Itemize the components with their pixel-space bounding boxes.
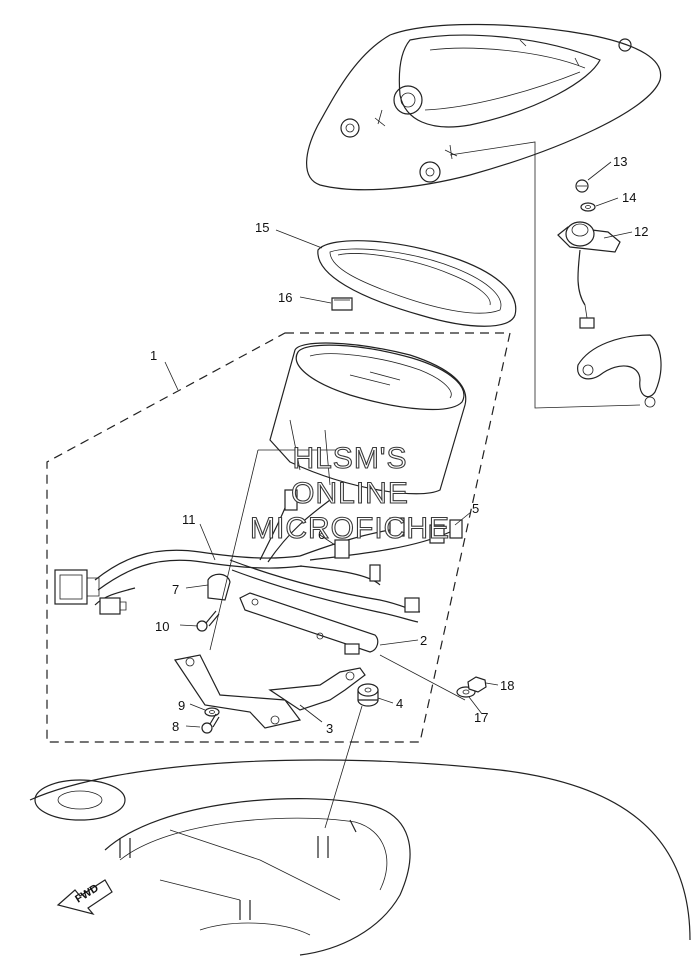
callout-15: 15 xyxy=(255,220,269,235)
meter-ring xyxy=(317,240,517,327)
callout-labels: 1 2 3 4 5 6 7 8 9 10 11 12 13 14 15 16 1… xyxy=(150,154,648,736)
leader-lamp-housing xyxy=(449,141,641,409)
watermark-line-2: ONLINE xyxy=(291,477,409,510)
fwd-arrow: FWD xyxy=(56,879,113,916)
callout-13: 13 xyxy=(613,154,627,169)
callout-5: 5 xyxy=(472,501,479,516)
harness-clamp xyxy=(207,573,231,601)
callout-16: 16 xyxy=(278,290,292,305)
lower-frame xyxy=(29,759,691,956)
callout-9: 9 xyxy=(178,698,185,713)
callout-17: 17 xyxy=(474,710,488,725)
callout-10: 10 xyxy=(155,619,169,634)
callout-14: 14 xyxy=(622,190,636,205)
watermark: HLSM'S ONLINE MICROFICHE xyxy=(249,441,450,545)
leader-stay xyxy=(379,654,466,701)
meter-body xyxy=(269,342,467,495)
bulb-sockets xyxy=(284,489,463,613)
bolt-8 xyxy=(201,713,220,734)
callout-leaders xyxy=(164,161,633,728)
meter-housing-cover xyxy=(306,23,662,191)
callout-11: 11 xyxy=(182,512,196,527)
callout-8: 8 xyxy=(172,719,179,734)
callout-1: 1 xyxy=(150,348,157,363)
callout-18: 18 xyxy=(500,678,514,693)
watermark-line-1: HLSM'S xyxy=(292,442,407,475)
grommet-4 xyxy=(357,683,379,707)
lamp-bracket xyxy=(577,334,662,408)
callout-7: 7 xyxy=(172,582,179,597)
stay-3 xyxy=(174,654,366,729)
washer-14 xyxy=(580,202,596,212)
watermark-line-3: MICROFICHE xyxy=(250,512,450,545)
callout-6: 6 xyxy=(318,527,325,542)
connector-main xyxy=(54,569,100,605)
meter-clip xyxy=(331,297,353,311)
callout-3: 3 xyxy=(326,721,333,736)
assembly-boundary xyxy=(46,332,511,743)
callout-4: 4 xyxy=(396,696,403,711)
leader-grommet xyxy=(324,705,363,829)
connector-small xyxy=(99,597,127,615)
callout-12: 12 xyxy=(634,224,648,239)
screw-13 xyxy=(575,179,589,193)
screw-10 xyxy=(196,610,220,632)
indicator-lamp-12 xyxy=(557,221,621,329)
nut-18 xyxy=(467,676,487,693)
callout-2: 2 xyxy=(420,633,427,648)
bracket-2 xyxy=(239,592,379,655)
washer-9 xyxy=(204,707,220,717)
leader-harness xyxy=(209,449,340,651)
